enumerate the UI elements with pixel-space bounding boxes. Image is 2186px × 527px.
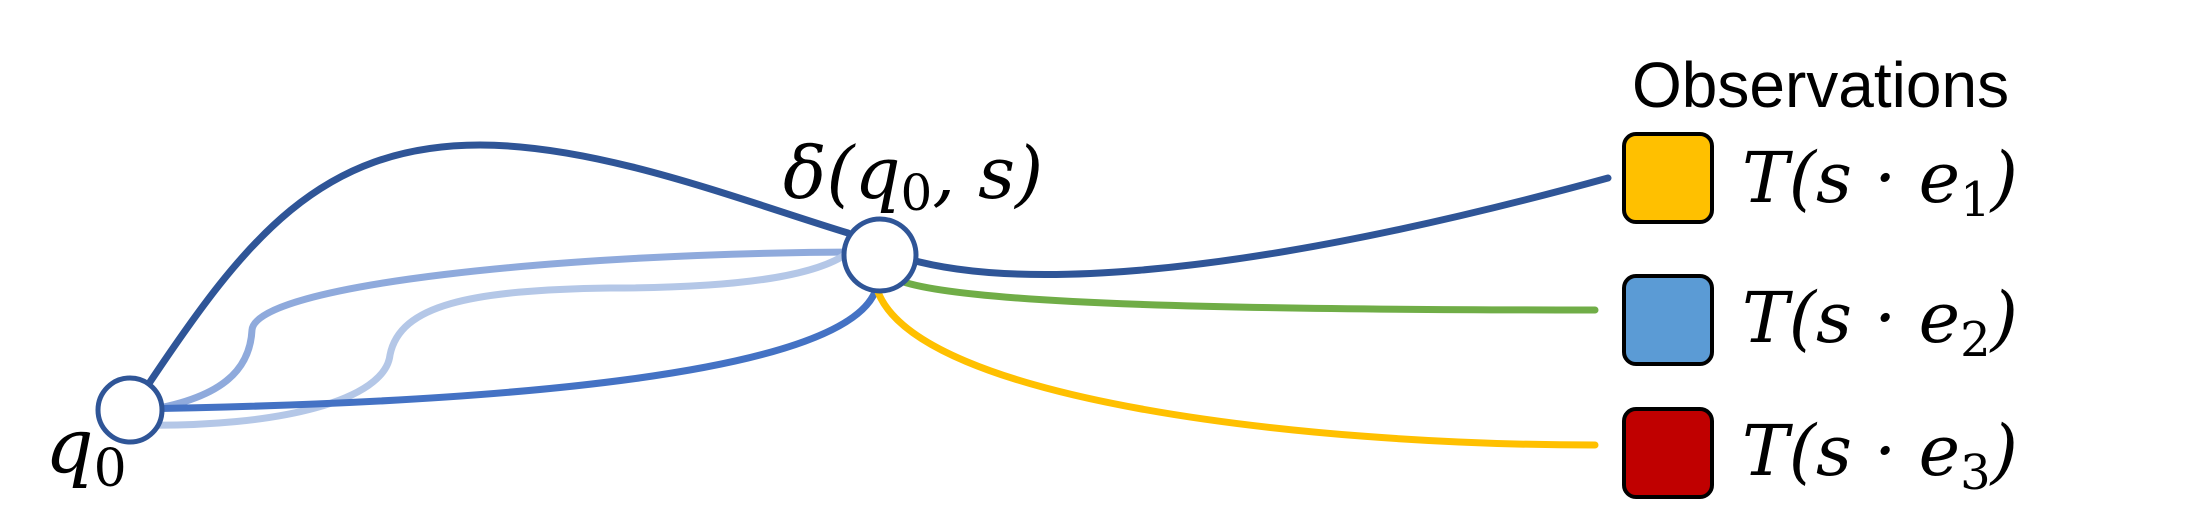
observation-2-swatch xyxy=(1622,274,1714,366)
observation-1-label: T(s · e1) xyxy=(1742,137,2018,228)
edge-to-observation-2 xyxy=(894,276,1599,314)
path-lighter-blue-2 xyxy=(131,243,859,429)
path-medium-blue-3 xyxy=(131,288,879,413)
reached-state-node xyxy=(841,216,919,294)
initial-state-node xyxy=(95,375,165,445)
initial-state-label: q0 xyxy=(45,401,127,499)
path-dark-blue-4 xyxy=(146,141,852,386)
observation-2-label: T(s · e2) xyxy=(1742,277,2018,368)
path-light-blue-1 xyxy=(131,248,862,416)
legend-title: Observations xyxy=(1632,49,2009,121)
edge-to-observation-1 xyxy=(904,174,1612,278)
observation-1-swatch xyxy=(1622,132,1714,224)
edge-to-observation-3 xyxy=(874,288,1599,449)
reached-state-label: δ(q0, s) xyxy=(783,131,1043,222)
observation-3-swatch xyxy=(1622,407,1714,499)
observation-3-label: T(s · e3) xyxy=(1742,410,2018,501)
